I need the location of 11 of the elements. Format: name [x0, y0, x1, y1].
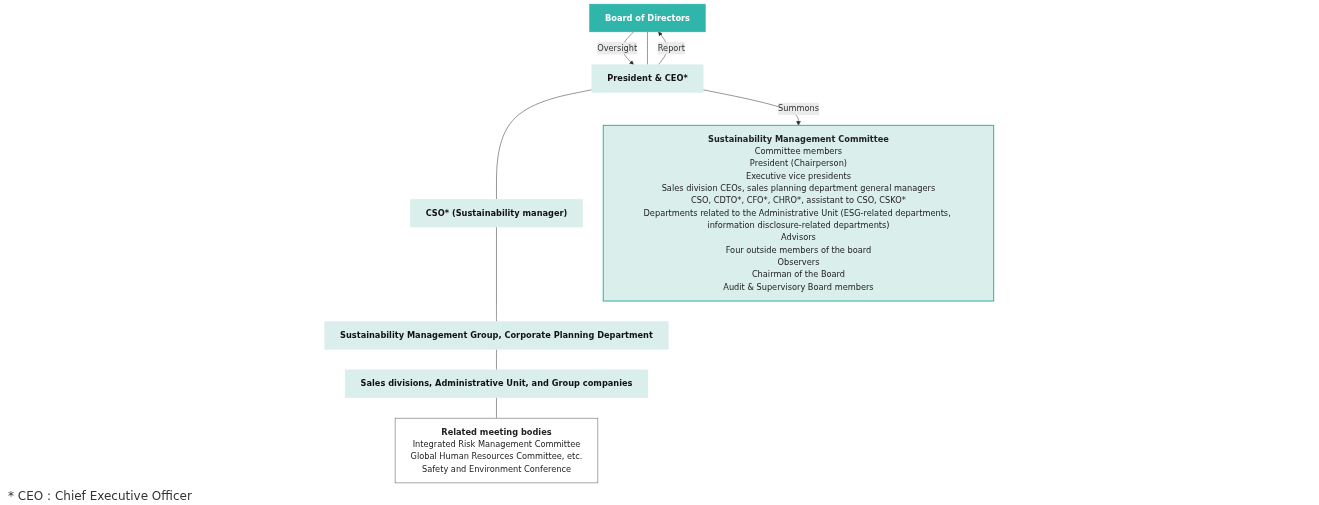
node-box: Sustainability Management Committee Committee members President (Chairperson) Executive vice presidents Sales division CEOs, sales planning department general managers CSO, CDTO*, CFO*, CHRO*, assistant to CSO, CSKO* Departments related to the Administrative Unit (ESG-related departments, information disclosure-related departments) Advisors Four outside members of the board Observers Chairman of the Board Audit & Supervisory Board members	[603, 124, 995, 302]
footnote: * CEO : Chief Executive Officer	[8, 489, 193, 503]
node-box: Related meeting bodies Integrated Risk Management Committee Global Human Resources Committee, etc. Safety and Environment Conference	[395, 417, 599, 484]
node-box: CSO* (Sustainability manager)	[410, 199, 584, 228]
node-box: Sustainability Management Group, Corporate Planning Department	[324, 321, 669, 350]
node-box: President & CEO*	[591, 64, 704, 93]
edge-label: Summons	[778, 103, 820, 114]
node-box: Board of Directors	[589, 3, 706, 33]
edge-label: Oversight	[597, 43, 638, 53]
edge-label: Report	[658, 43, 686, 53]
node-box: Sales divisions, Administrative Unit, and Group companies	[345, 369, 649, 398]
